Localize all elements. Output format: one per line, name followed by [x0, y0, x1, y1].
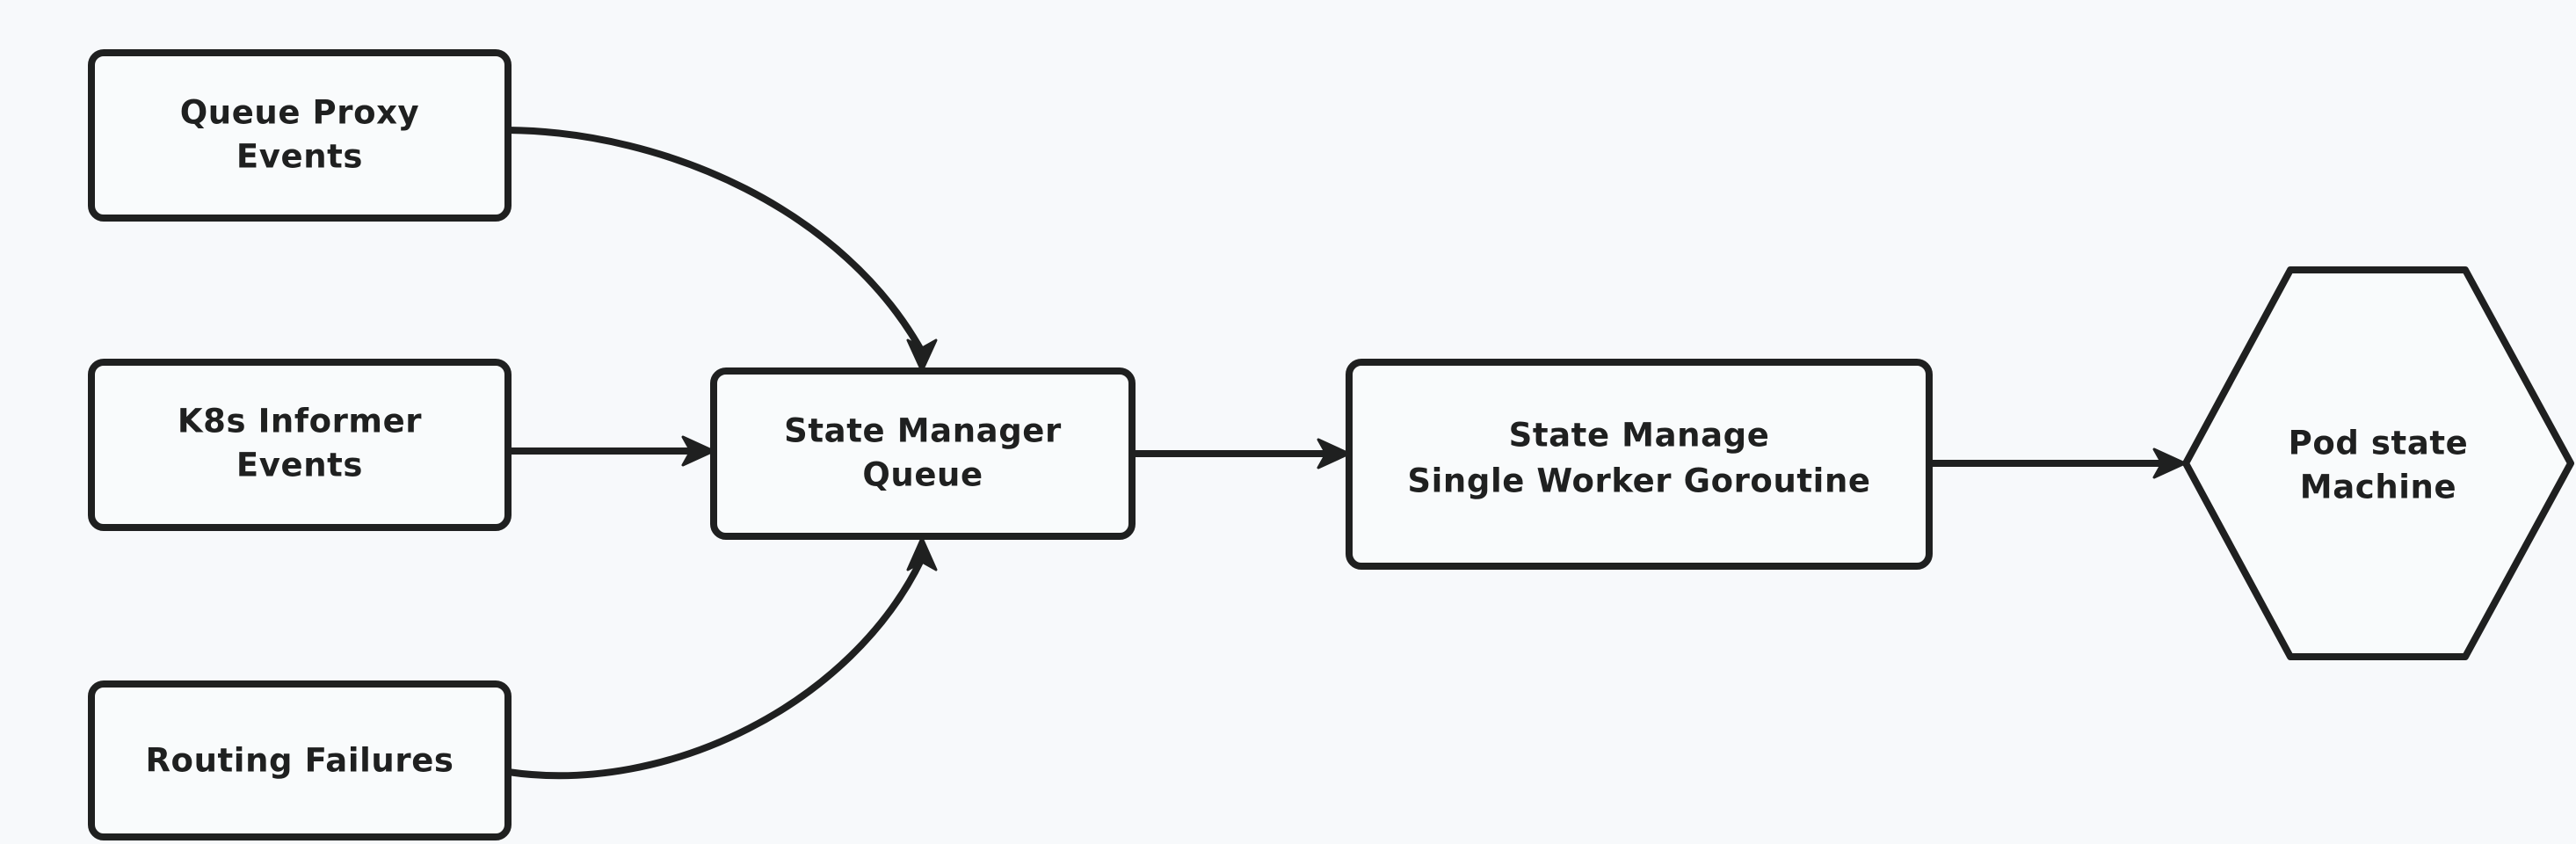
- node-state-manager-queue-label-line2: Queue: [862, 456, 983, 494]
- edge-k8s-to-queue: [504, 435, 715, 467]
- edge-queue-to-worker: [1128, 438, 1351, 469]
- node-state-manager-queue-shape[interactable]: [710, 367, 1136, 540]
- node-queue-proxy-events[interactable]: Queue Proxy Events: [88, 49, 512, 222]
- arrowhead-icon: [906, 536, 938, 571]
- arrowhead-icon: [2152, 447, 2187, 479]
- node-queue-proxy-events-label-line1: Queue Proxy: [180, 94, 420, 132]
- edge-routing-to-queue: [504, 536, 938, 780]
- node-pod-state-machine[interactable]: Pod state Machine: [2182, 266, 2574, 660]
- node-pod-state-machine-shape[interactable]: [2182, 266, 2574, 660]
- node-k8s-informer-events-shape[interactable]: [88, 359, 512, 531]
- node-state-manager-queue[interactable]: State Manager Queue: [710, 367, 1136, 540]
- node-pod-state-machine-label-line2: Machine: [2300, 469, 2456, 506]
- node-state-manage-worker-shape[interactable]: [1346, 359, 1933, 570]
- node-k8s-informer-events-label-line1: K8s Informer: [178, 403, 422, 440]
- edge-worker-to-pod: [1926, 447, 2187, 479]
- node-routing-failures-shape[interactable]: [88, 680, 512, 840]
- node-routing-failures-label-line1: Routing Failures: [145, 742, 454, 780]
- node-queue-proxy-events-shape[interactable]: [88, 49, 512, 222]
- node-routing-failures[interactable]: Routing Failures: [88, 680, 512, 840]
- node-layer: Queue Proxy Events K8s Informer Events R…: [88, 49, 2574, 840]
- arrowhead-icon: [681, 435, 715, 467]
- node-k8s-informer-events-label-line2: Events: [236, 447, 363, 484]
- node-k8s-informer-events[interactable]: K8s Informer Events: [88, 359, 512, 531]
- edge-queue-proxy-to-queue: [504, 127, 938, 373]
- node-state-manage-worker[interactable]: State Manage Single Worker Goroutine: [1346, 359, 1933, 570]
- node-queue-proxy-events-label-line2: Events: [236, 138, 363, 176]
- arrowhead-icon: [1317, 438, 1351, 469]
- edge-layer: [504, 127, 2187, 780]
- node-state-manager-queue-label-line1: State Manager: [784, 412, 1062, 450]
- node-state-manage-worker-label-line1: State Manage: [1509, 417, 1770, 455]
- node-pod-state-machine-label-line1: Pod state: [2289, 425, 2469, 462]
- arrowhead-icon: [906, 338, 938, 373]
- node-state-manage-worker-label-line2: Single Worker Goroutine: [1407, 462, 1870, 500]
